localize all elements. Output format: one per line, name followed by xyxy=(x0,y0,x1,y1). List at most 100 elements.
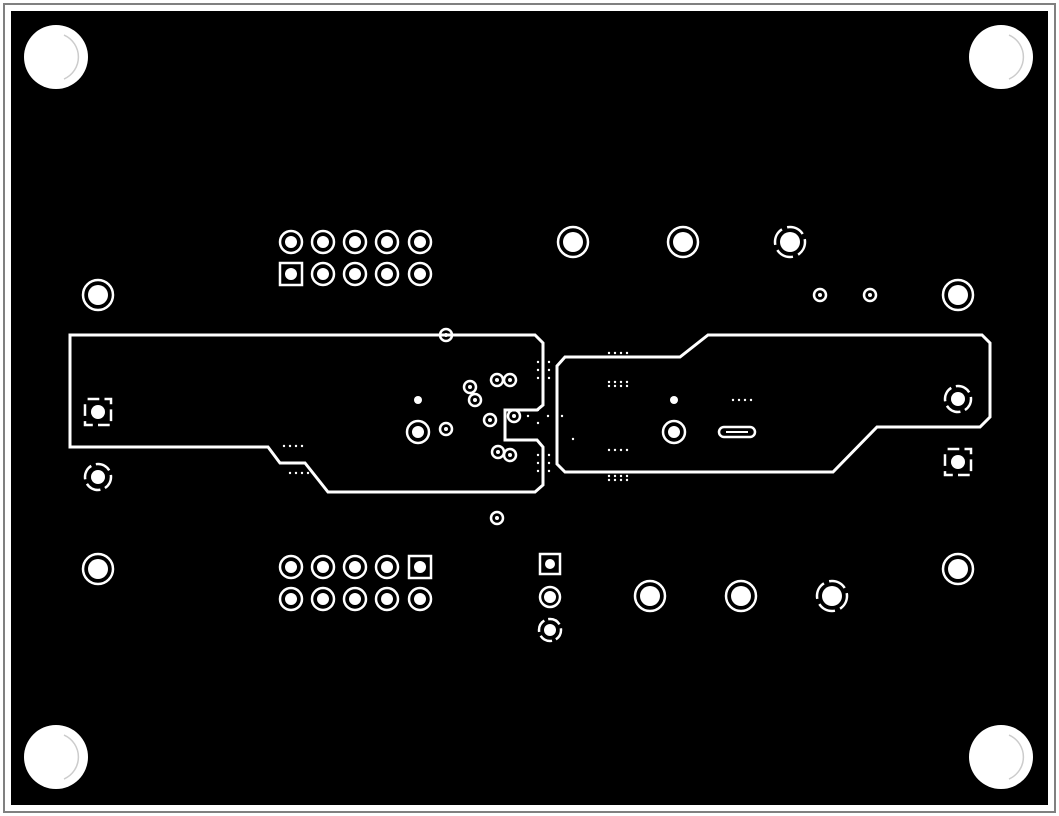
thermal-square-pad xyxy=(83,397,113,427)
thermal-pad xyxy=(83,462,113,492)
dot xyxy=(526,414,530,418)
dot xyxy=(546,414,550,418)
pad-ring xyxy=(278,229,304,255)
dot xyxy=(282,444,286,448)
pad-ring xyxy=(941,552,975,586)
via xyxy=(462,379,478,395)
square-pad xyxy=(407,554,433,580)
pad-drill xyxy=(563,232,583,252)
pad-ring xyxy=(374,586,400,612)
dot xyxy=(619,478,623,482)
via xyxy=(467,392,483,408)
pad-drill xyxy=(412,426,424,438)
dot xyxy=(625,448,629,452)
dot xyxy=(619,448,623,452)
dot xyxy=(306,471,310,475)
dot xyxy=(737,398,741,402)
via xyxy=(812,287,828,303)
pad-drill xyxy=(349,561,361,573)
thermal-square-pad xyxy=(943,447,973,477)
pad-ring xyxy=(374,261,400,287)
dot xyxy=(536,461,540,465)
dot xyxy=(613,351,617,355)
dot xyxy=(613,384,617,388)
pad-drill xyxy=(951,455,965,469)
pad-ring xyxy=(407,261,433,287)
mounting-hole-edge xyxy=(63,734,80,780)
via-drill xyxy=(444,333,448,337)
dot xyxy=(625,474,629,478)
pad-ring xyxy=(278,554,304,580)
via-drill xyxy=(496,450,500,454)
pad-ring xyxy=(666,225,700,259)
mounting-hole-edge xyxy=(1008,734,1025,780)
pad-ring xyxy=(405,419,431,445)
dot xyxy=(619,351,623,355)
pad-ring xyxy=(538,585,562,609)
pad-drill xyxy=(544,591,556,603)
dot xyxy=(300,444,304,448)
pad-drill xyxy=(381,236,393,248)
copper-pour-outline-right xyxy=(555,333,992,474)
pad-ring xyxy=(407,586,433,612)
pad-drill xyxy=(951,392,965,406)
pad-ring xyxy=(407,229,433,255)
pad-drill xyxy=(640,586,660,606)
via-drill xyxy=(512,414,516,418)
pad-ring xyxy=(342,554,368,580)
pad-drill xyxy=(285,593,297,605)
dot xyxy=(547,368,551,372)
via xyxy=(502,372,518,388)
dot xyxy=(547,461,551,465)
dot xyxy=(607,351,611,355)
pad-drill xyxy=(381,268,393,280)
pad-drill xyxy=(414,236,426,248)
pad-ring xyxy=(556,225,590,259)
pad-ring xyxy=(310,261,336,287)
pad-drill xyxy=(349,236,361,248)
dot xyxy=(613,474,617,478)
dot xyxy=(625,478,629,482)
via xyxy=(862,287,878,303)
dot xyxy=(607,380,611,384)
thermal-pad xyxy=(773,225,807,259)
dot xyxy=(613,478,617,482)
dot xyxy=(613,380,617,384)
dot xyxy=(607,448,611,452)
dot xyxy=(625,351,629,355)
dot xyxy=(536,421,540,425)
oval-pad xyxy=(717,425,757,439)
pad-drill xyxy=(285,561,297,573)
dot xyxy=(607,474,611,478)
pad-ring xyxy=(81,278,115,312)
via xyxy=(482,412,498,428)
dot xyxy=(536,469,540,473)
via xyxy=(438,421,454,437)
dot xyxy=(536,360,540,364)
dot xyxy=(536,368,540,372)
dot xyxy=(294,444,298,448)
pad-ring xyxy=(310,554,336,580)
dot xyxy=(731,398,735,402)
dot xyxy=(547,360,551,364)
square-pad xyxy=(278,261,304,287)
pad-ring xyxy=(724,579,758,613)
via xyxy=(506,408,522,424)
dot xyxy=(670,396,678,404)
pad-ring xyxy=(342,229,368,255)
pad-ring xyxy=(661,419,687,445)
pad-drill xyxy=(381,593,393,605)
dot xyxy=(613,448,617,452)
dot xyxy=(536,453,540,457)
via-drill xyxy=(818,293,822,297)
pad-drill xyxy=(88,559,108,579)
pad-drill xyxy=(673,232,693,252)
pad-drill xyxy=(414,268,426,280)
pad-ring xyxy=(342,586,368,612)
pad-drill xyxy=(414,593,426,605)
pad-drill xyxy=(349,268,361,280)
pad-drill xyxy=(317,561,329,573)
dot xyxy=(294,471,298,475)
via-drill xyxy=(444,427,448,431)
